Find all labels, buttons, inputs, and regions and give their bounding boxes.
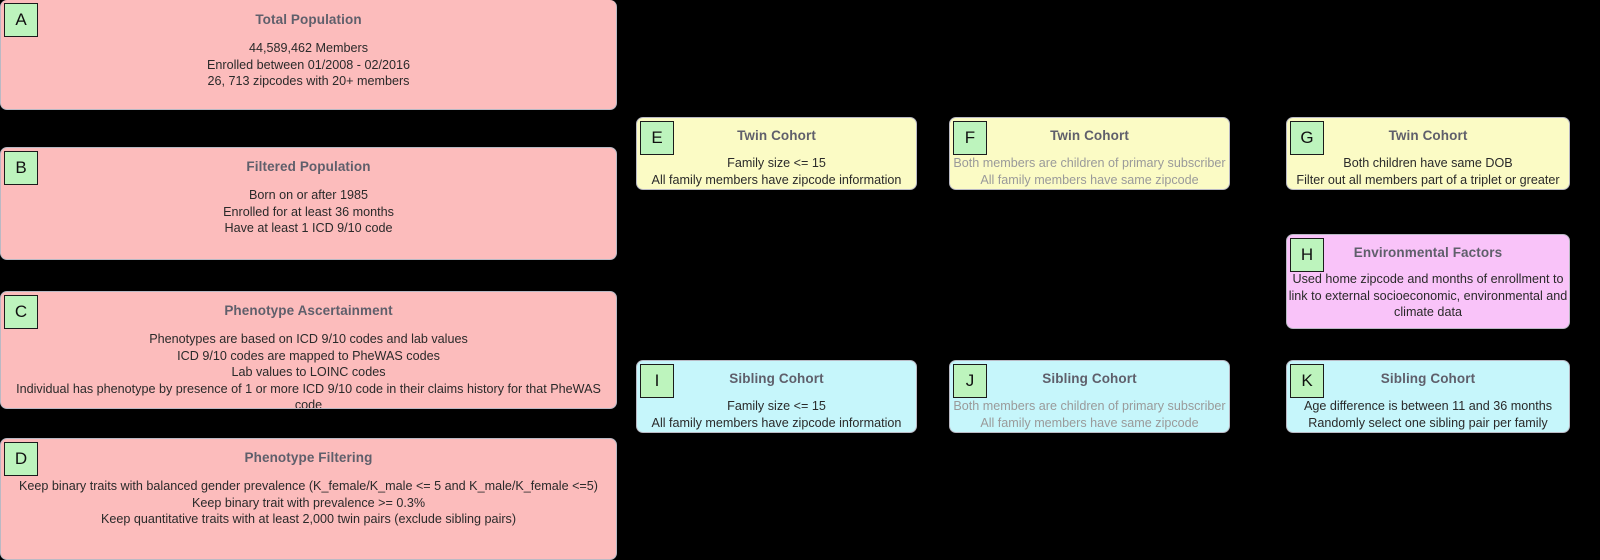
panel-title-h: Environmental Factors [1353, 245, 1503, 260]
panel-badge-g: G [1290, 121, 1324, 155]
panel-body-b: Born on or after 1985 Enrolled for at le… [223, 188, 394, 235]
panel-body-f: Both members are children of primary sub… [953, 156, 1226, 187]
panel-title-j: Sibling Cohort [1042, 371, 1137, 386]
panel-title-c: Phenotype Ascertainment [224, 303, 393, 318]
panel-badge-j: J [953, 364, 987, 398]
panel-badge-f: F [953, 121, 987, 155]
panel-body-g: Both children have same DOB Filter out a… [1296, 156, 1560, 187]
panel-title-g: Twin Cohort [1388, 128, 1468, 143]
panel-twin-cohort-g: G Twin Cohort Both children have same DO… [1286, 117, 1570, 190]
panel-body-d: Keep binary traits with balanced gender … [19, 479, 598, 526]
panel-body-a: 44,589,462 Members Enrolled between 01/2… [206, 41, 411, 88]
panel-title-f: Twin Cohort [1050, 128, 1129, 143]
panel-total-population: A Total Population 44,589,462 Members En… [0, 0, 617, 110]
panel-title-b: Filtered Population [246, 159, 371, 174]
panel-badge-a: A [4, 3, 38, 37]
panel-body-j: Both members are children of primary sub… [953, 399, 1226, 430]
panel-badge-h: H [1290, 238, 1324, 272]
panel-title-e: Twin Cohort [737, 128, 816, 143]
panel-twin-cohort-f: F Twin Cohort Both members are children … [949, 117, 1230, 190]
panel-sibling-cohort-i: I Sibling Cohort Family size <= 15 All f… [636, 360, 917, 433]
panel-sibling-cohort-j: J Sibling Cohort Both members are childr… [949, 360, 1230, 433]
panel-filtered-population: B Filtered Population Born on or after 1… [0, 147, 617, 260]
panel-badge-c: C [4, 295, 38, 329]
panel-twin-cohort-e: E Twin Cohort Family size <= 15 All fami… [636, 117, 917, 190]
panel-badge-e: E [640, 121, 674, 155]
panel-body-i: Family size <= 15 All family members hav… [651, 399, 902, 430]
panel-sibling-cohort-k: K Sibling Cohort Age difference is betwe… [1286, 360, 1570, 433]
panel-body-c: Phenotypes are based on ICD 9/10 codes a… [16, 332, 601, 409]
panel-badge-i: I [640, 364, 674, 398]
panel-title-d: Phenotype Filtering [244, 450, 373, 465]
panel-title-i: Sibling Cohort [729, 371, 824, 386]
panel-body-e: Family size <= 15 All family members hav… [651, 156, 902, 187]
panel-phenotype-ascertainment: C Phenotype Ascertainment Phenotypes are… [0, 291, 617, 409]
panel-environmental-factors: H Environmental Factors Used home zipcod… [1286, 234, 1570, 329]
panel-badge-d: D [4, 442, 38, 476]
panel-badge-b: B [4, 151, 38, 185]
panel-body-h: Used home zipcode and months of enrollme… [1288, 272, 1568, 319]
panel-title-k: Sibling Cohort [1380, 371, 1476, 386]
panel-body-k: Age difference is between 11 and 36 mont… [1303, 399, 1553, 430]
panel-badge-k: K [1290, 364, 1324, 398]
panel-phenotype-filtering: D Phenotype Filtering Keep binary traits… [0, 438, 617, 560]
panel-title-a: Total Population [255, 12, 362, 27]
